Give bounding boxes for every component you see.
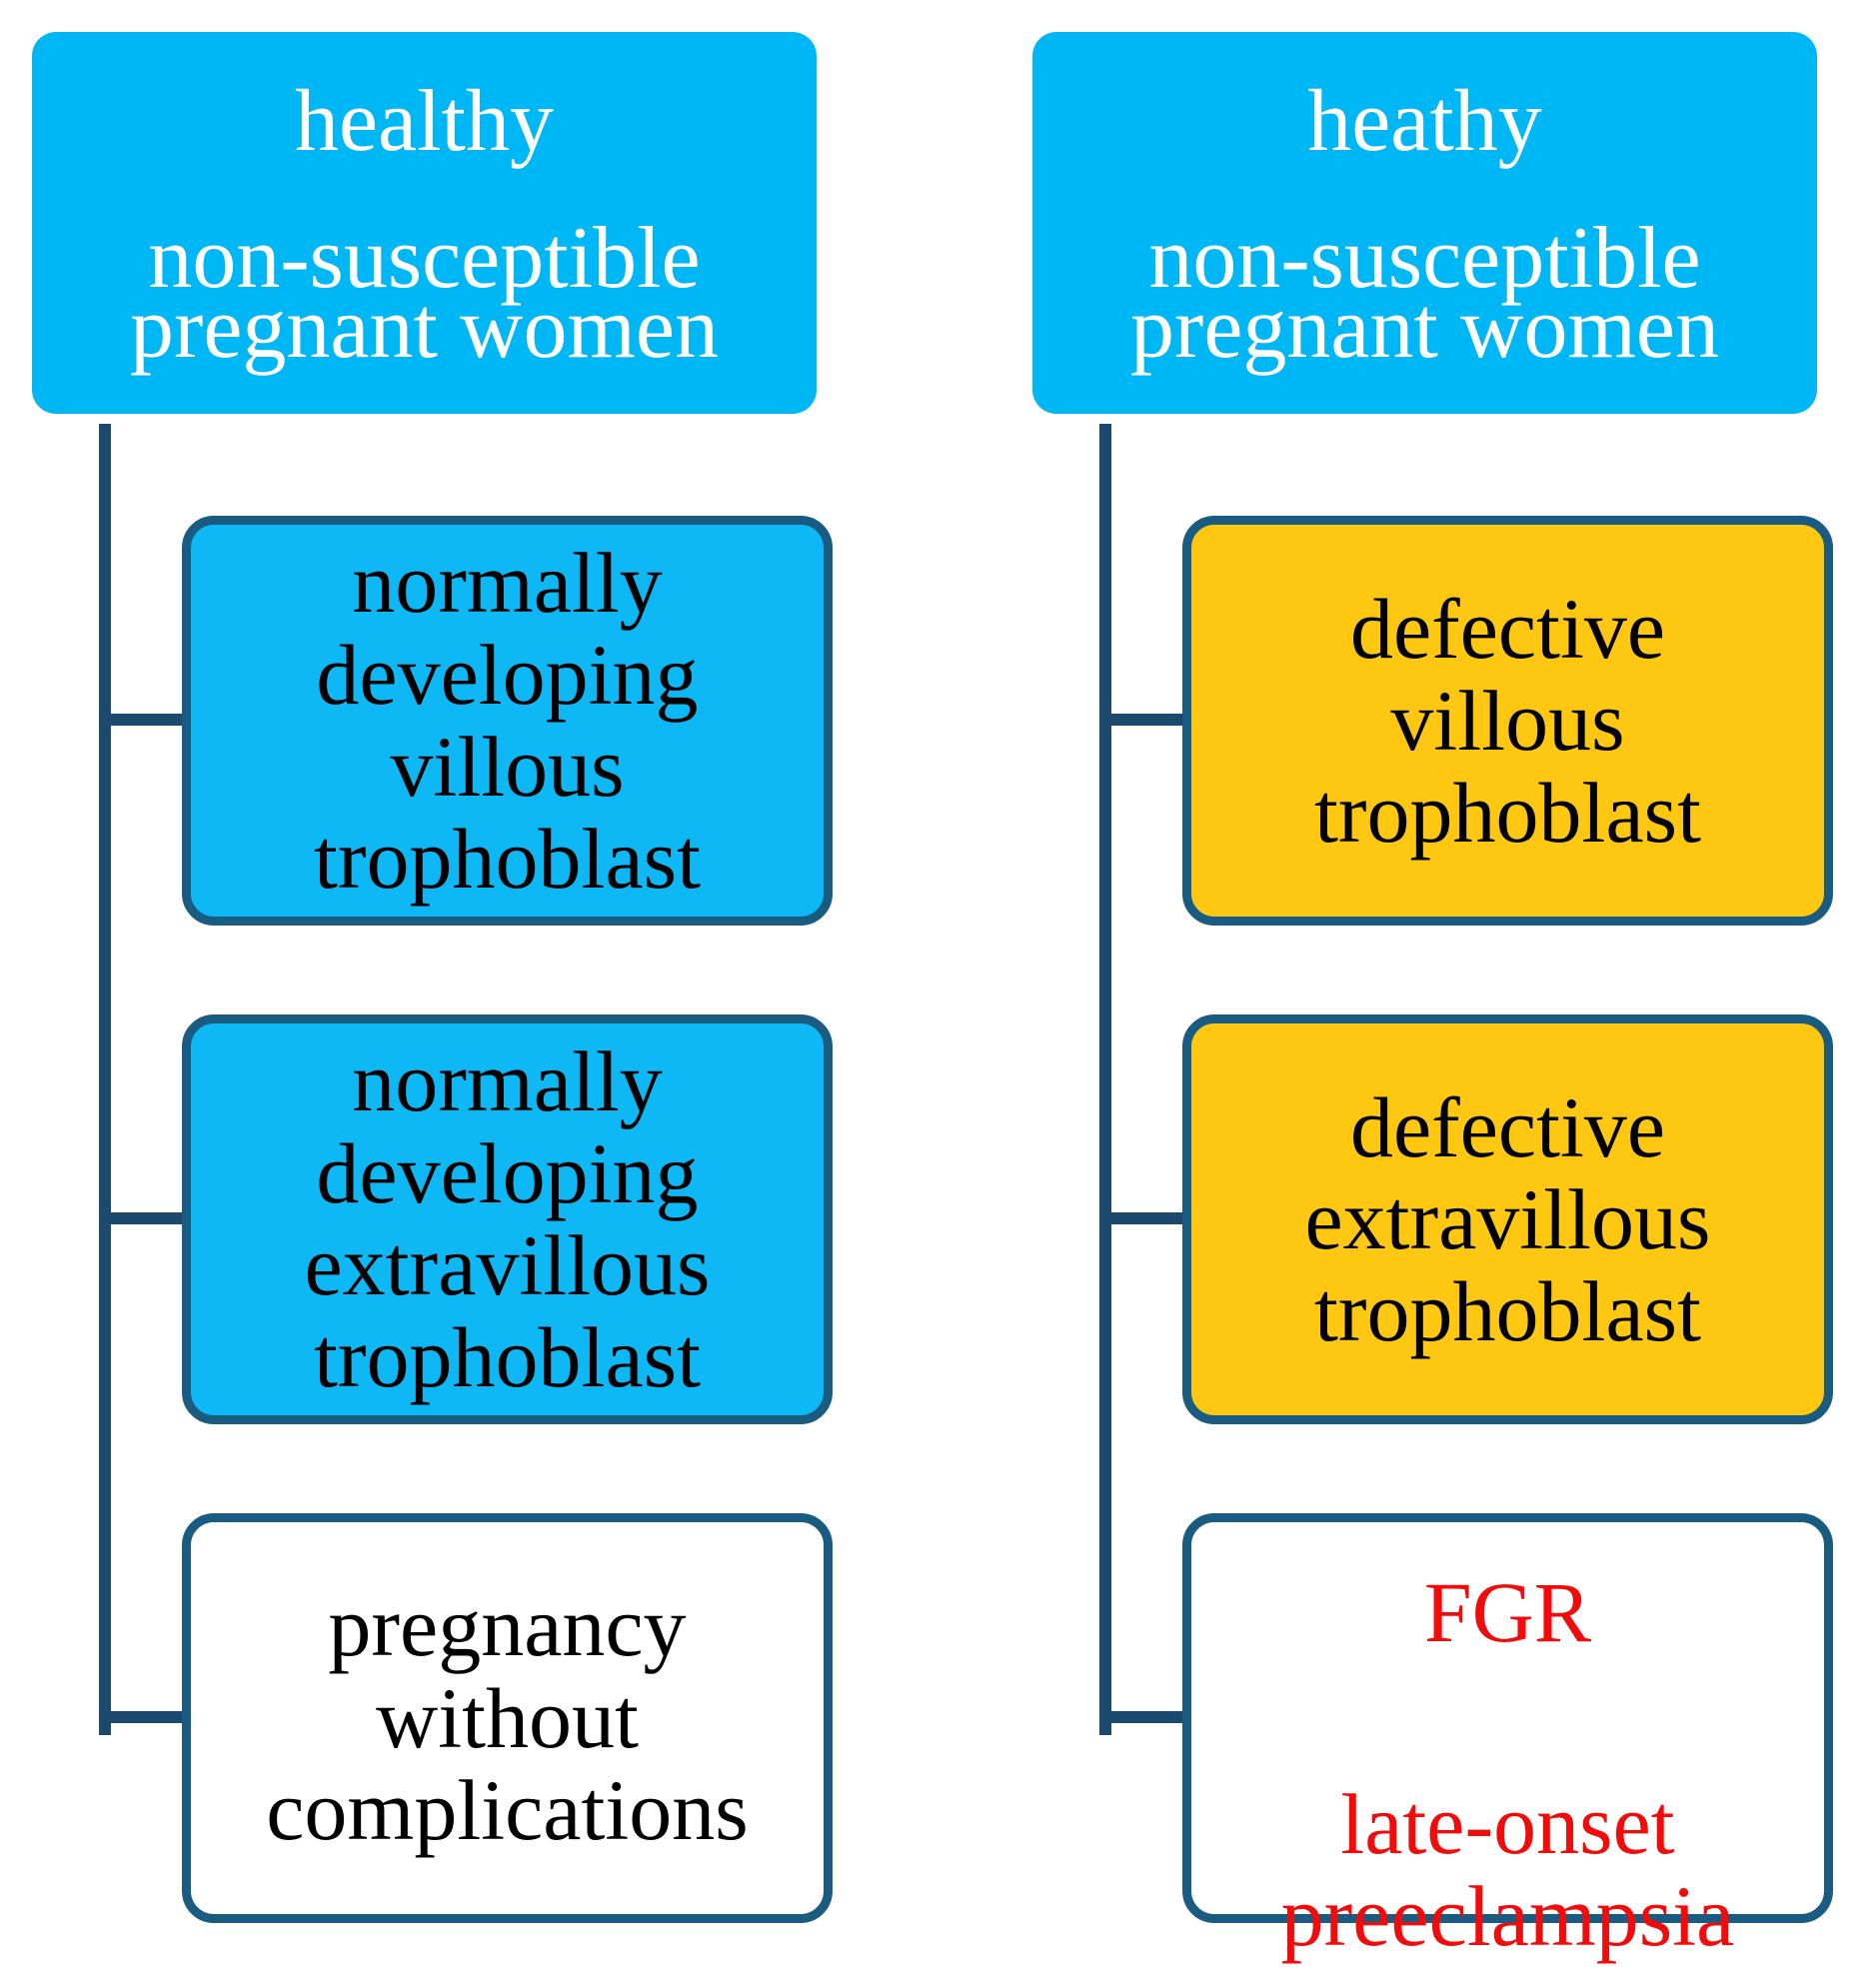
left-box-extravillous-text: normally developing extravillous trophob… [304, 1033, 711, 1405]
left-column: healthy non-susceptible pregnant women n… [32, 0, 852, 1977]
right-column: heathy non-susceptible pregnant women de… [1032, 0, 1852, 1977]
right-box-outcome-text: late-onset preeclampsia [1280, 1776, 1735, 1964]
left-box-outcome: pregnancy without complications [182, 1513, 833, 1923]
left-box-villous: normally developing villous trophoblast [182, 516, 833, 926]
right-header-line2: non-susceptible pregnant women [1130, 210, 1719, 377]
left-box-villous-text: normally developing villous trophoblast [314, 535, 701, 907]
right-box-extravillous-text: defective extravillous trophoblast [1304, 1079, 1711, 1359]
right-box-extravillous: defective extravillous trophoblast [1182, 1014, 1833, 1424]
right-box-fgr-label: FGR [1423, 1564, 1592, 1660]
right-box-outcome: FGR late-onset preeclampsia [1182, 1513, 1833, 1962]
left-header-line1: healthy [294, 73, 554, 170]
right-header-line1: heathy [1307, 73, 1542, 170]
right-connector-vertical [1099, 424, 1111, 1735]
right-box-outcome-content: FGR late-onset preeclampsia [1281, 1474, 1735, 1962]
right-header: heathy non-susceptible pregnant women [1032, 32, 1817, 414]
left-header-line2: non-susceptible pregnant women [130, 210, 719, 377]
left-header: healthy non-susceptible pregnant women [32, 32, 817, 414]
left-connector-vertical [99, 424, 111, 1735]
right-box-villous: defective villous trophoblast [1182, 516, 1833, 926]
right-box-villous-text: defective villous trophoblast [1314, 581, 1701, 861]
left-box-outcome-text: pregnancy without complications [266, 1578, 749, 1858]
left-box-extravillous: normally developing extravillous trophob… [182, 1014, 833, 1424]
